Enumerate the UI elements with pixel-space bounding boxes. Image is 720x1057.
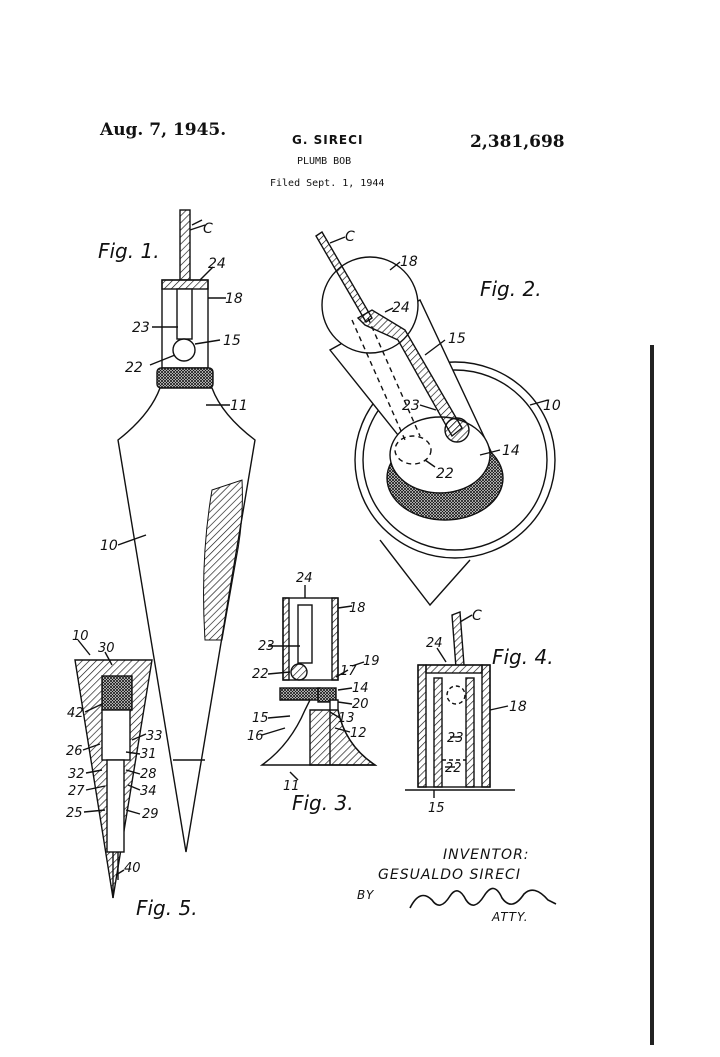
fig3-ref-14: 14 [352, 681, 369, 696]
fig2-ref-23: 23 [402, 398, 420, 414]
figure-4 [405, 611, 515, 798]
fig2-ref-10: 10 [543, 398, 561, 414]
fig4-ref-22: 22 [445, 761, 462, 776]
inventor-label: INVENTOR: [443, 847, 530, 863]
fig4-ref-c: C [472, 608, 482, 624]
fig3-ref-23: 23 [258, 639, 275, 654]
fig3-ref-18: 18 [349, 601, 366, 616]
fig5-label: Fig. 5. [136, 896, 198, 920]
fig4-label: Fig. 4. [492, 645, 554, 669]
fig1-ref-15: 15 [223, 333, 241, 349]
fig2-ref-24: 24 [392, 300, 410, 316]
figure-5 [74, 639, 153, 899]
fig3-label: Fig. 3. [292, 791, 354, 815]
fig1-ref-22: 22 [125, 360, 143, 376]
fig5-ref-26: 26 [66, 744, 83, 759]
fig4-ref-23: 23 [447, 731, 464, 746]
fig1-ref-23: 23 [132, 320, 150, 336]
figure-2 [315, 231, 556, 607]
figure-1 [117, 209, 256, 853]
inventor-by: BY [357, 888, 375, 902]
fig3-ref-20: 20 [352, 697, 369, 712]
fig2-ref-18: 18 [400, 254, 418, 270]
fig5-ref-10: 10 [72, 629, 89, 644]
fig5-ref-30: 30 [98, 641, 115, 656]
fig2-label: Fig. 2. [480, 277, 542, 301]
fig1-ref-18: 18 [225, 291, 243, 307]
fig2-ref-c: C [345, 229, 355, 245]
inventor-header: G. SIRECI [292, 133, 364, 147]
filed-date: Filed Sept. 1, 1944 [270, 178, 385, 189]
fig3-ref-15: 15 [252, 711, 269, 726]
fig4-ref-24: 24 [426, 636, 443, 651]
fig3-ref-19: 19 [363, 654, 380, 669]
fig4-ref-15: 15 [428, 801, 445, 816]
fig5-ref-28: 28 [140, 767, 157, 782]
fig5-ref-33: 33 [146, 729, 163, 744]
page-edge-line [650, 345, 654, 1045]
fig2-ref-22: 22 [436, 466, 454, 482]
fig3-ref-12: 12 [350, 726, 367, 741]
fig1-ref-24: 24 [208, 256, 226, 272]
fig2-ref-14: 14 [502, 443, 520, 459]
attorney-signature [409, 887, 557, 909]
fig5-ref-25: 25 [66, 806, 83, 821]
fig5-ref-29: 29 [142, 807, 159, 822]
fig5-ref-34: 34 [140, 784, 157, 799]
fig3-ref-11: 11 [283, 779, 300, 794]
fig1-ref-11: 11 [230, 398, 248, 414]
inventor-name: GESUALDO SIRECI [378, 867, 521, 883]
fig5-ref-40: 40 [124, 861, 141, 876]
fig1-ref-10: 10 [100, 538, 118, 554]
fig5-ref-31: 31 [140, 747, 157, 762]
fig5-ref-42: 42 [67, 706, 84, 721]
attorney-label: ATTY. [492, 910, 529, 924]
fig3-ref-16: 16 [247, 729, 264, 744]
fig3-ref-17: 17 [340, 664, 357, 679]
fig1-ref-c: C [203, 221, 213, 237]
patent-number: 2,381,698 [470, 132, 565, 152]
fig5-ref-27: 27 [68, 784, 85, 799]
fig5-ref-32: 32 [68, 767, 85, 782]
patent-title: PLUMB BOB [297, 156, 352, 167]
fig2-ref-15: 15 [448, 331, 466, 347]
fig3-ref-24: 24 [296, 571, 313, 586]
fig3-ref-22: 22 [252, 667, 269, 682]
fig1-label: Fig. 1. [98, 239, 160, 263]
fig4-ref-18: 18 [509, 699, 527, 715]
figure-3 [259, 585, 378, 781]
fig3-ref-13: 13 [338, 711, 355, 726]
patent-date: Aug. 7, 1945. [100, 120, 227, 140]
